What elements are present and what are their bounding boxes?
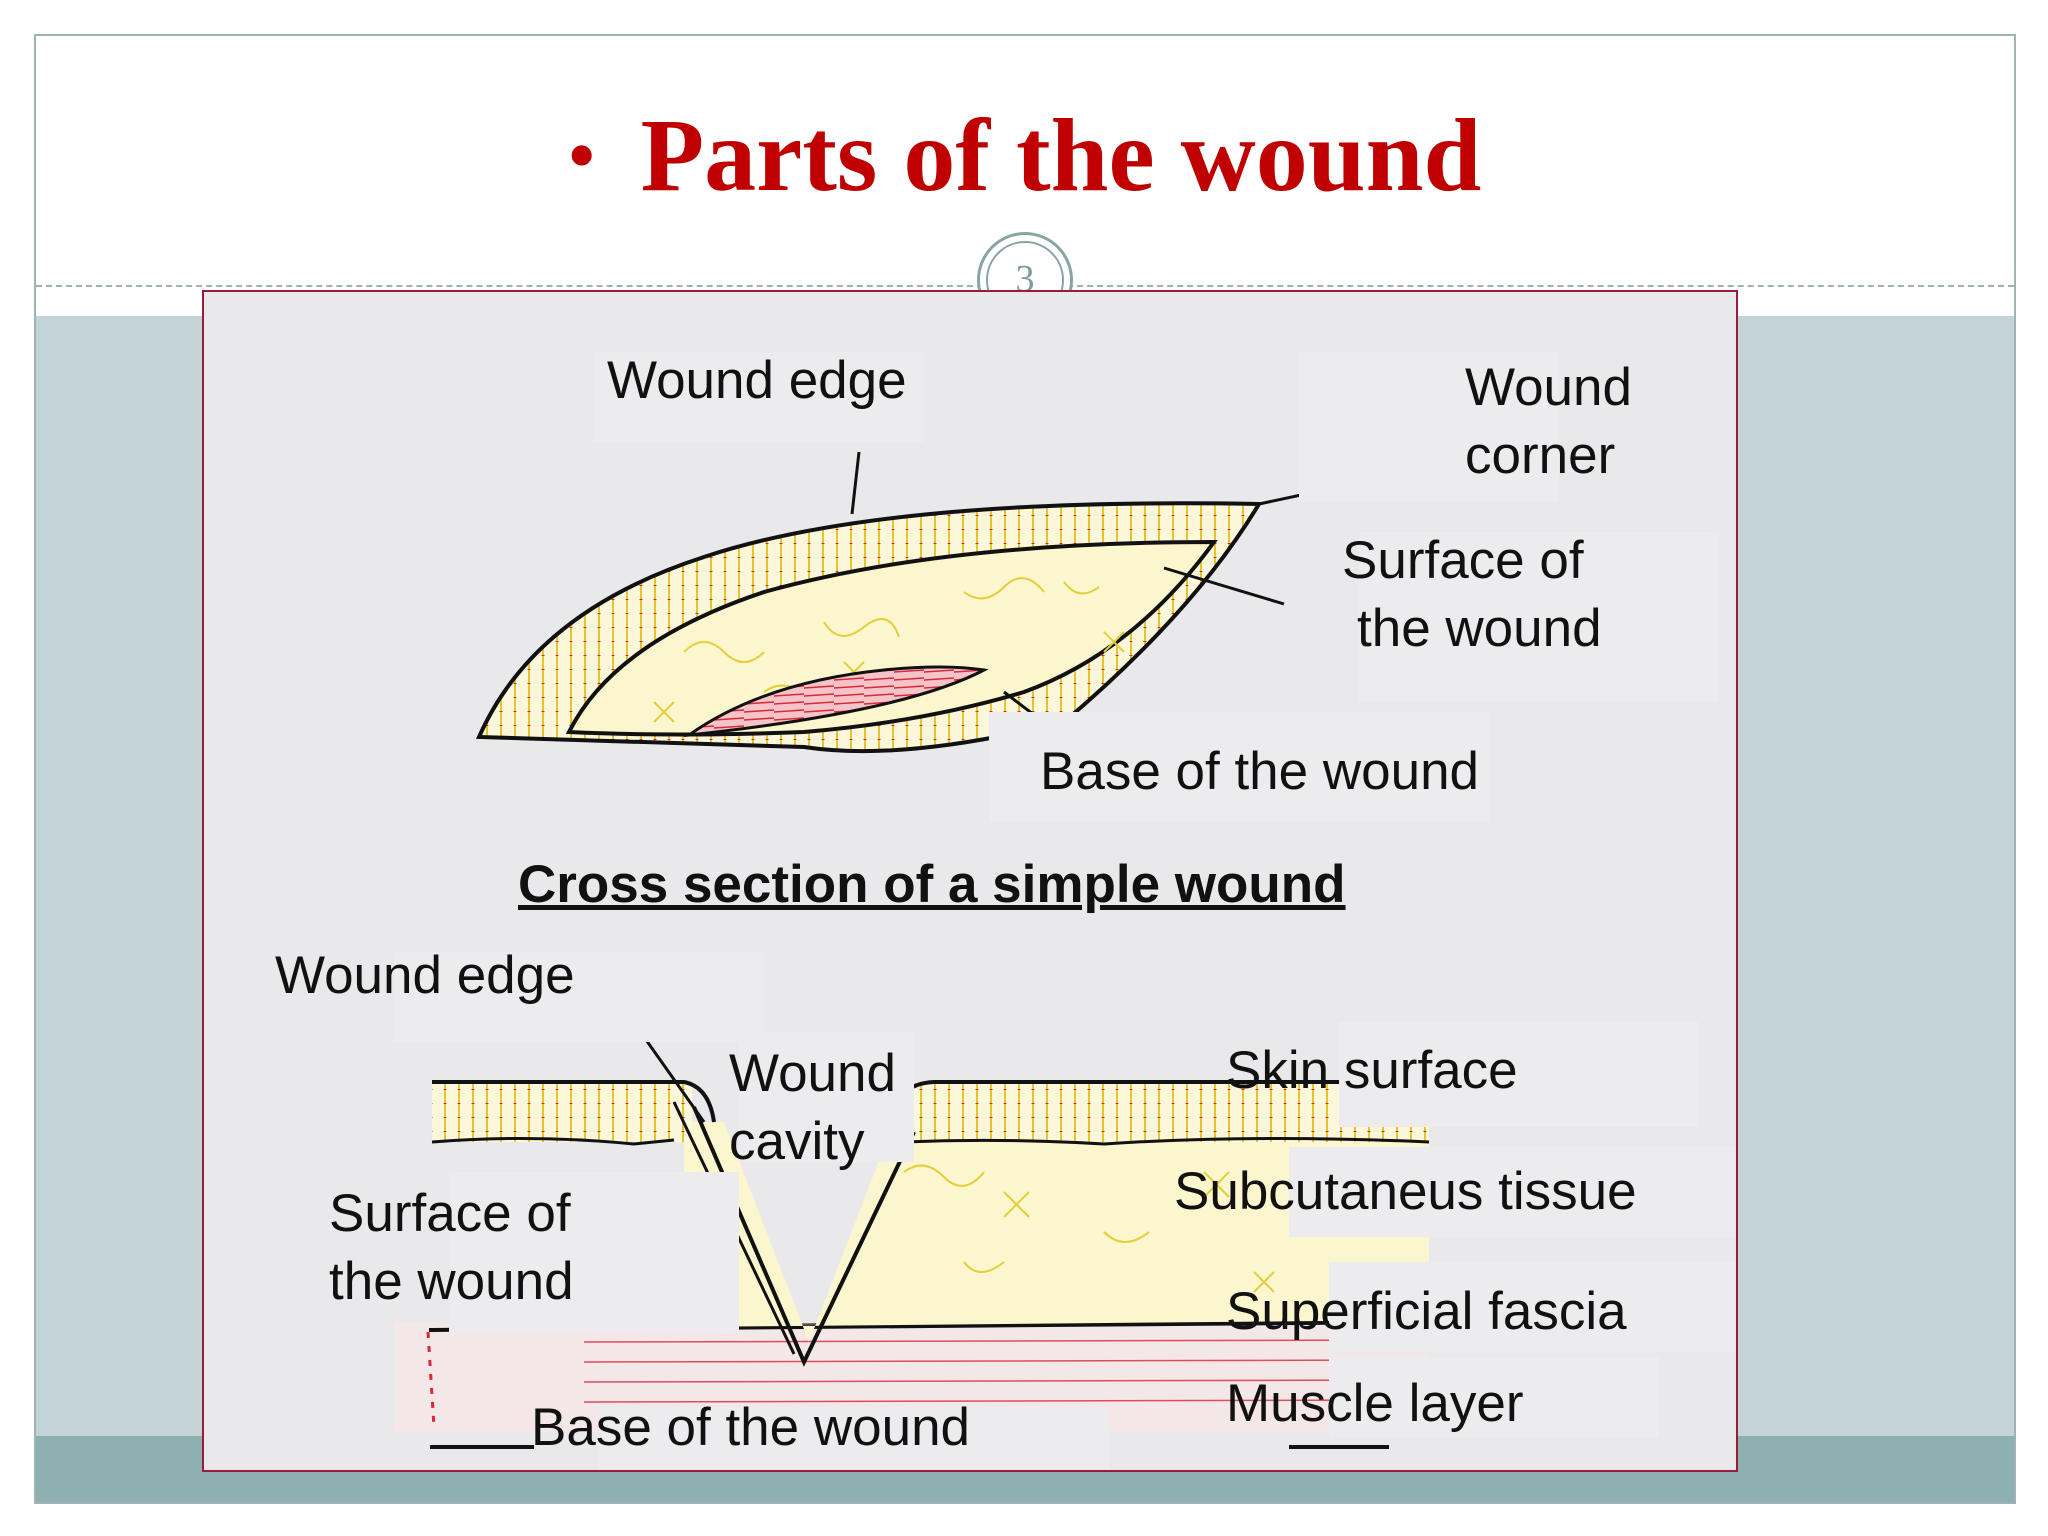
label-wound-edge-bottom: Wound edge <box>275 946 575 1005</box>
wound-diagram: Wound edge Wound corner Surface of the w… <box>202 290 1738 1472</box>
label-wound-cavity-1: Wound <box>729 1044 896 1103</box>
label-skin-surface: Skin surface <box>1226 1041 1518 1100</box>
wound-illustration <box>394 352 1736 1470</box>
label-wound-corner-1: Wound <box>1465 358 1632 417</box>
label-surface-top-2: the wound <box>1357 599 1602 658</box>
slide-title: • Parts of the wound <box>36 96 2014 215</box>
label-superficial-fascia: Superficial fascia <box>1226 1282 1627 1341</box>
label-surface-bottom-2: the wound <box>329 1252 574 1311</box>
bullet-icon: • <box>568 115 595 197</box>
top-wound-illustration <box>475 451 1335 754</box>
label-wound-corner-2: corner <box>1465 426 1616 485</box>
slide-title-text: Parts of the wound <box>640 98 1482 213</box>
label-base-top: Base of the wound <box>1040 742 1480 801</box>
slide: •Parts of the wound 3 <box>34 34 2016 1504</box>
cross-section-title: Cross section of a simple wound <box>518 855 1346 914</box>
label-base-bottom: Base of the wound <box>531 1398 971 1457</box>
label-surface-bottom-1: Surface of <box>329 1184 571 1243</box>
label-muscle-layer: Muscle layer <box>1226 1374 1524 1433</box>
label-subcutaneous-tissue: Subcutaneus tissue <box>1174 1162 1637 1221</box>
label-wound-edge-top: Wound edge <box>607 351 907 410</box>
label-surface-top-1: Surface of <box>1342 531 1584 590</box>
label-wound-cavity-2: cavity <box>729 1112 865 1171</box>
